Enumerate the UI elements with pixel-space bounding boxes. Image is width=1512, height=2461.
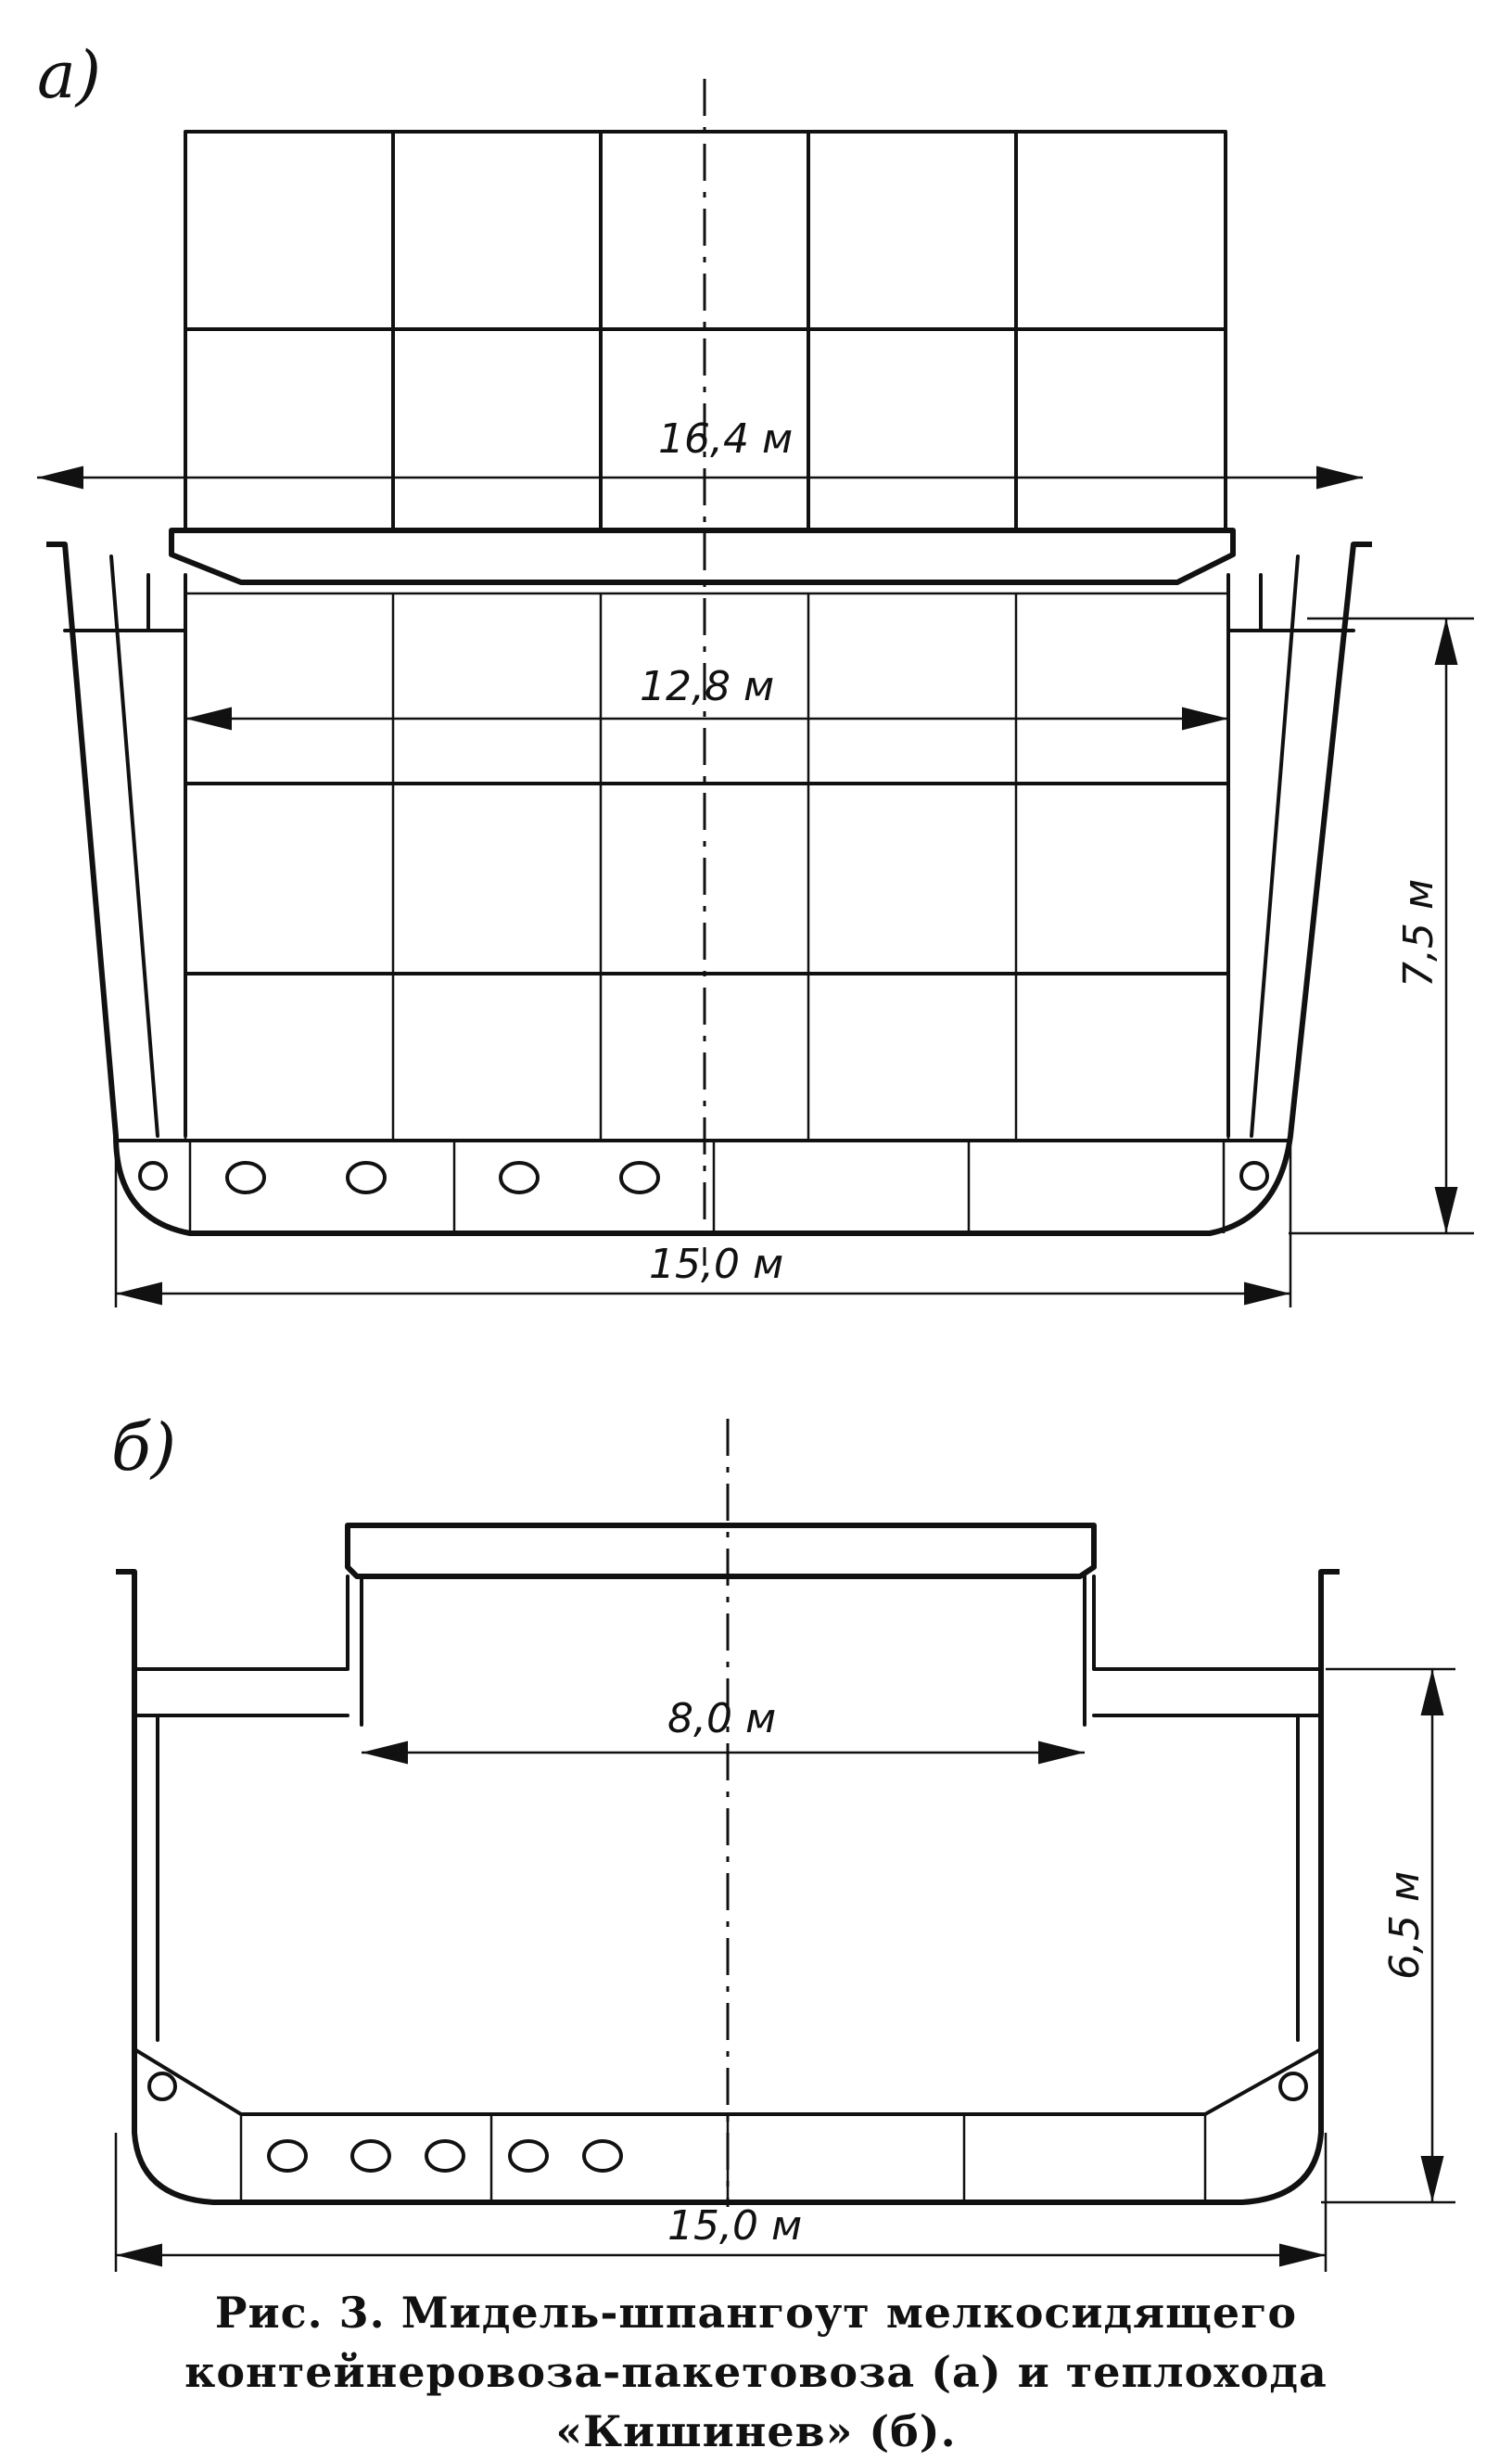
figure-caption: Рис. 3. Мидель-шпангоут мелкосидящего ко… <box>184 2288 1328 2456</box>
panel-a-label: а) <box>37 37 101 113</box>
panel-b-inner-bottom <box>133 2047 1323 2116</box>
panel-b-inner-sides <box>156 1714 1300 2042</box>
panel-a-dim-height: 7,5 м <box>1395 879 1442 988</box>
panel-b-label: б) <box>111 1409 176 1486</box>
panel-a-dim-hatch: 12,8 м <box>640 663 774 710</box>
panel-a-hatch-cover <box>169 528 1236 585</box>
panel-b-dim-height: 6,5 м <box>1381 1871 1429 1980</box>
panel-a-dim-top: 16,4 м <box>658 415 793 463</box>
panel-b-double-bottom <box>147 2072 1308 2202</box>
panel-a-hull-outline <box>46 542 1372 1236</box>
panel-a-dim-bottom: 15,0 м <box>649 1241 783 1288</box>
panel-b-dim-bottom: 15,0 м <box>667 2202 802 2250</box>
panel-b-hatch-sides <box>360 1575 1086 1727</box>
panel-a-inner-walls <box>184 573 1230 1138</box>
panel-a-double-bottom <box>114 1139 1292 1233</box>
panel-b-hatch-cover <box>345 1523 1097 1579</box>
panel-b-coamings <box>133 1575 1323 1671</box>
panel-a: а) <box>37 37 1474 1307</box>
panel-a-side-tanks <box>109 555 1300 1138</box>
panel-b: б) 8,0 м <box>111 1409 1455 2272</box>
panel-a-hold-containers <box>184 592 1230 1142</box>
panel-b-dim-hatch: 8,0 м <box>667 1695 776 1742</box>
